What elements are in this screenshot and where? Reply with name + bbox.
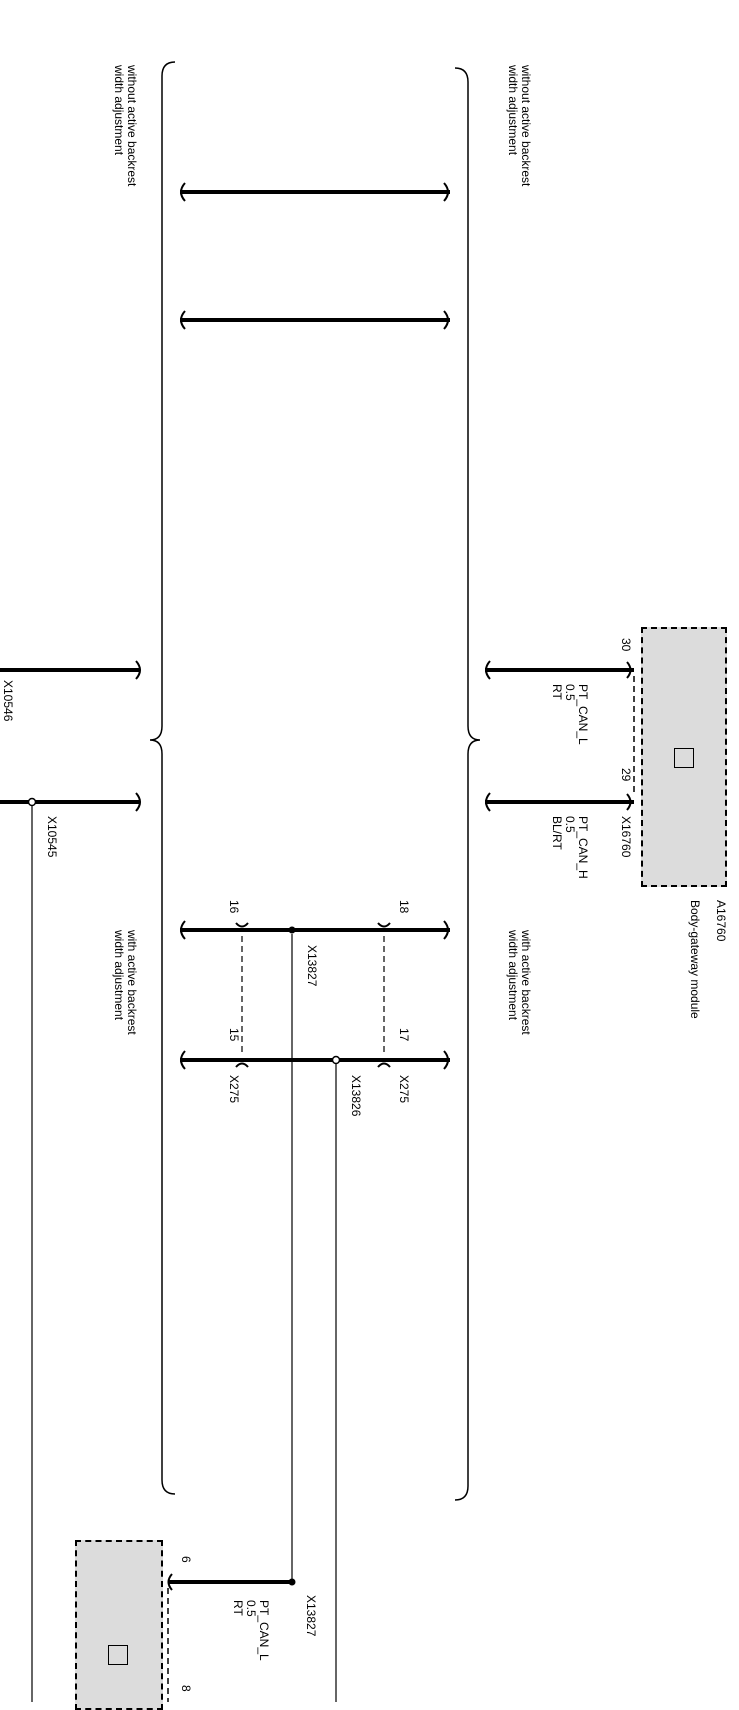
label-without-active-right: without active backrest width adjustment xyxy=(506,65,533,187)
wire-label-pt-can-l: PT_CAN_L 0.5 RT xyxy=(550,684,590,745)
module-id: A16760 xyxy=(714,900,728,942)
pin-18: 18 xyxy=(397,900,411,914)
connector-x10546: X10546 xyxy=(1,680,15,722)
pin-17: 17 xyxy=(397,1028,411,1042)
wire-label-bottom-pt-can-l: PT_CAN_L 0.5 RT xyxy=(231,1600,271,1661)
gateway-icon-bottom xyxy=(108,1645,128,1665)
wire-pin18-16 xyxy=(180,920,450,940)
label-with-active-right: with active backrest width adjustment xyxy=(506,930,533,1035)
connector-x275-right: X275 xyxy=(397,1075,411,1104)
wire-pt-can-h-top xyxy=(485,792,634,812)
label-without-active-left: without active backrest width adjustment xyxy=(112,65,139,187)
pin-16: 16 xyxy=(227,900,241,914)
wire-label-pt-can-h: PT_CAN_H 0.5 BL/RT xyxy=(550,816,590,879)
pin-30: 30 xyxy=(619,638,633,652)
wire-pin17-15 xyxy=(180,1050,450,1070)
brace-right xyxy=(454,67,481,1501)
wire-pt-can-l-top xyxy=(485,660,634,680)
cable-segment-1 xyxy=(180,182,450,202)
connector-x13827-bottom: X13827 xyxy=(304,1595,318,1637)
connector-x275-left: X275 xyxy=(227,1075,241,1104)
connector-x13826: X13826 xyxy=(349,1075,363,1117)
pin-8: 8 xyxy=(179,1685,193,1692)
gateway-icon xyxy=(674,748,694,768)
brace-left xyxy=(149,61,176,1495)
module-name: Body-gateway module xyxy=(688,900,702,1019)
connector-x13827-mid: X13827 xyxy=(305,945,319,987)
pin-15: 15 xyxy=(227,1028,241,1042)
wire-x10545 xyxy=(0,792,141,1702)
wire-x10546 xyxy=(0,660,141,680)
pin-6: 6 xyxy=(179,1556,193,1563)
cable-segment-2 xyxy=(180,310,450,330)
label-with-active-left: with active backrest width adjustment xyxy=(112,930,139,1035)
wire-pt-can-l-bottom xyxy=(167,1573,296,1591)
pin-29: 29 xyxy=(619,768,633,782)
bottom-module xyxy=(75,1540,163,1710)
connector-x16760: X16760 xyxy=(619,816,633,858)
connector-x10545: X10545 xyxy=(45,816,59,858)
